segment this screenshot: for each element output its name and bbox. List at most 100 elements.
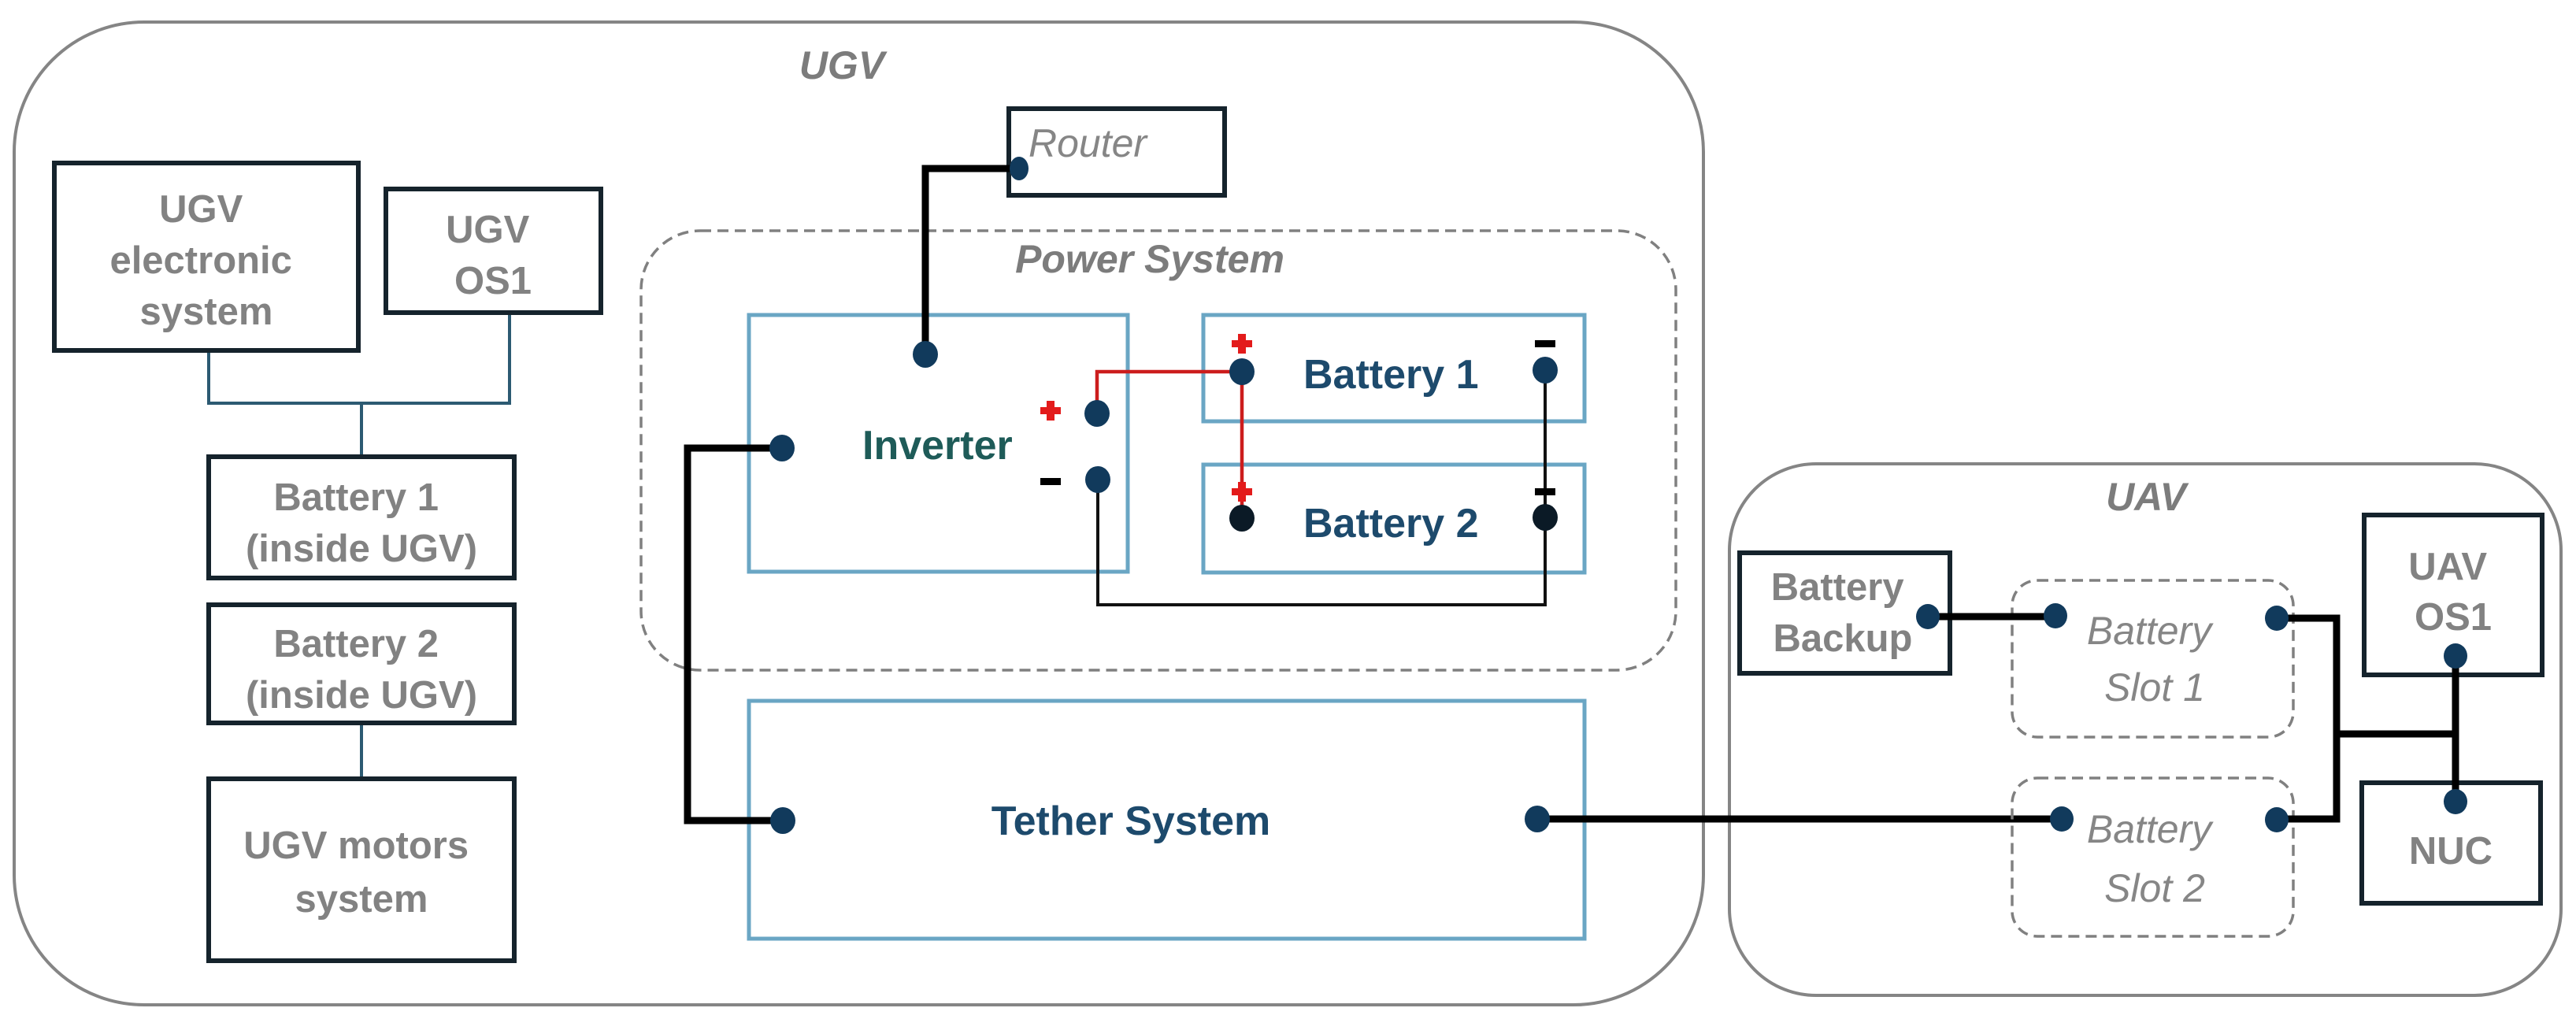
label-line: Backup	[1773, 617, 1912, 660]
battery-slot1-label: Battery Slot 1	[2087, 609, 2222, 710]
label-line: UGV	[159, 188, 243, 231]
inverter-to-tether-wire	[684, 444, 783, 824]
electronic-to-os1-link	[207, 313, 511, 405]
ugv-motors-system-box[interactable]: UGV motors system	[206, 776, 517, 963]
ugv-os1-box[interactable]: UGV OS1	[384, 187, 603, 315]
battery2-negative-symbol	[1535, 488, 1555, 495]
slot1-left-terminal[interactable]	[2044, 603, 2067, 628]
inverter-router-terminal[interactable]	[913, 341, 938, 368]
ugv-internal-links	[207, 313, 511, 779]
ugv-battery1-inside-frame	[206, 454, 517, 580]
battery1-frame	[1201, 313, 1587, 424]
label-line: Battery 2	[273, 623, 439, 665]
power-wires	[684, 165, 2062, 824]
tether-left-terminal[interactable]	[770, 807, 795, 834]
battery-backup-frame	[1737, 550, 1952, 676]
ugv-electronic-system-frame	[52, 161, 361, 353]
tether-right-terminal[interactable]	[1525, 806, 1550, 832]
ugv-os1-label: UGV OS1	[446, 209, 540, 302]
battery-backup-label: Battery Backup	[1771, 566, 1914, 660]
inverter-label: Inverter	[862, 423, 1013, 469]
ugv-battery2-inside-frame	[206, 602, 517, 725]
inverter-negative-terminal[interactable]	[1085, 466, 1110, 493]
battery1-label: Battery 1	[1303, 352, 1479, 398]
inverter-to-router-wire	[921, 165, 1019, 354]
battery1-positive-terminal[interactable]	[1229, 358, 1255, 385]
label-line: UAV	[2408, 546, 2487, 588]
battery1-negative-symbol	[1535, 340, 1555, 347]
ugv-battery2-inside-box[interactable]: Battery 2 (inside UGV)	[206, 602, 517, 725]
router-label: Router	[1029, 121, 1148, 165]
inverter-positive-to-battery1-wire	[1095, 369, 1242, 413]
label-line: OS1	[454, 260, 532, 302]
nuc-label: NUC	[2409, 830, 2493, 873]
battery-slot2[interactable]: Battery Slot 2	[2011, 776, 2295, 938]
ugv-electronic-system-box[interactable]: UGV electronic system	[52, 161, 361, 353]
ugv-container-outline	[13, 20, 1705, 1006]
uav-container-title: UAV	[2106, 475, 2189, 519]
polarity-symbols	[1040, 334, 1555, 502]
label-line: (inside UGV)	[246, 674, 477, 717]
battery1-negative-terminal[interactable]	[1533, 357, 1558, 384]
ugv-battery1-inside-label: Battery 1 (inside UGV)	[246, 476, 477, 570]
inverter-negative-return-wire	[1096, 370, 1547, 606]
battery-slot2-outline	[2011, 776, 2295, 938]
uav-wires	[1928, 613, 2459, 823]
label-line: Battery	[2087, 609, 2214, 653]
terminals	[769, 157, 2467, 834]
label-line: (inside UGV)	[246, 528, 477, 570]
slot2-right-terminal[interactable]	[2265, 807, 2289, 832]
slot1-to-bus-wire	[2277, 614, 2341, 823]
battery2-positive-symbol	[1232, 482, 1252, 502]
ugv-electronic-system-label: UGV electronic system	[109, 188, 302, 333]
power-system-outline	[639, 229, 1677, 672]
label-line: Battery	[1771, 566, 1904, 609]
ugv-battery2-inside-label: Battery 2 (inside UGV)	[246, 623, 477, 717]
label-line: system	[140, 291, 273, 333]
label-line: UGV motors	[243, 824, 469, 867]
nuc-terminal[interactable]	[2444, 789, 2467, 814]
uav-os1-terminal[interactable]	[2444, 643, 2467, 669]
tether-system-label: Tether System	[991, 799, 1271, 844]
inverter-box[interactable]: Inverter	[747, 313, 1130, 574]
battery2-negative-terminal[interactable]	[1533, 504, 1558, 531]
tether-system-box[interactable]: Tether System	[747, 698, 1587, 941]
uav-container: UAV	[1728, 462, 2563, 997]
uav-os1-box[interactable]: UAV OS1	[2362, 513, 2544, 677]
battery1-box[interactable]: Battery 1	[1201, 313, 1587, 424]
inverter-tether-terminal[interactable]	[769, 435, 795, 461]
inverter-frame	[747, 313, 1130, 574]
ugv-container: UGV	[13, 20, 1705, 1006]
battery1-positive-symbol	[1232, 334, 1252, 354]
battery2-frame	[1201, 462, 1587, 575]
router-frame	[1006, 106, 1227, 198]
label-line: UGV	[446, 209, 530, 251]
label-line: Battery	[2087, 807, 2214, 851]
power-system-title: Power System	[1015, 237, 1284, 281]
slot1-right-terminal[interactable]	[2265, 606, 2289, 631]
inverter-negative-symbol	[1040, 478, 1061, 485]
battery-slot1[interactable]: Battery Slot 1	[2011, 579, 2295, 739]
label-line: Slot 2	[2104, 866, 2205, 910]
slot2-left-terminal[interactable]	[2050, 806, 2074, 832]
router-box[interactable]: Router	[1006, 106, 1227, 198]
ugv-os1-frame	[384, 187, 603, 315]
uav-container-outline	[1728, 462, 2563, 997]
battery-backup-box[interactable]: Battery Backup	[1737, 550, 1952, 676]
battery-backup-terminal[interactable]	[1916, 604, 1940, 629]
battery2-label: Battery 2	[1303, 501, 1479, 547]
router-terminal[interactable]	[1010, 157, 1029, 180]
label-line: Slot 1	[2104, 665, 2205, 710]
label-line: system	[295, 878, 428, 921]
inverter-positive-terminal[interactable]	[1084, 400, 1110, 427]
battery2-box[interactable]: Battery 2	[1201, 462, 1587, 575]
ugv-motors-system-label: UGV motors system	[243, 824, 480, 921]
label-line: Battery 1	[273, 476, 439, 519]
battery2-positive-terminal[interactable]	[1229, 505, 1255, 532]
power-system-group: Power System	[639, 229, 1677, 672]
ugv-motors-system-frame	[206, 776, 517, 963]
ugv-container-title: UGV	[799, 43, 888, 87]
ugv-battery1-inside-box[interactable]: Battery 1 (inside UGV)	[206, 454, 517, 580]
label-line: electronic	[109, 239, 291, 282]
